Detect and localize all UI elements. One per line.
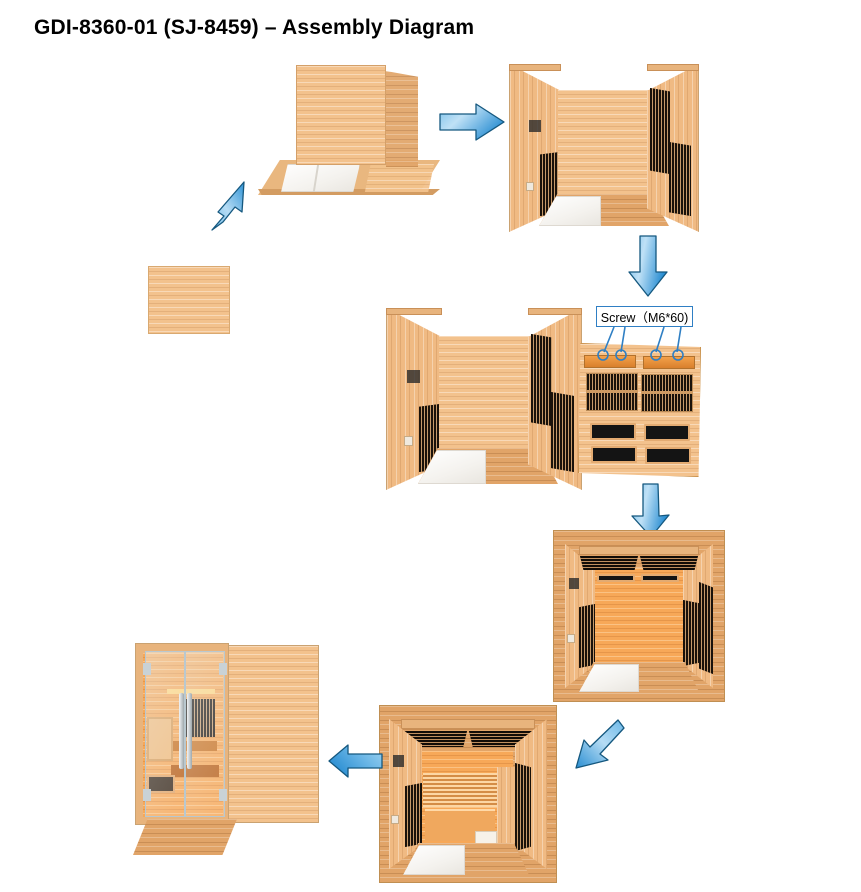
cabin-inner-left-grille [579, 604, 595, 668]
sauna-door-hinge-top-left [143, 663, 151, 675]
bench-right-backrest-panel [497, 767, 517, 843]
cabin-inner-right-grille-outer [699, 582, 713, 674]
sauna-glass-door-left [145, 651, 185, 817]
installed-ceiling-grille-right [640, 556, 698, 570]
ceiling-vent-bottom-right [645, 447, 691, 464]
installed-ceiling-vent-left [597, 574, 635, 582]
base-glass-floor-insert [281, 164, 360, 192]
cabin-before-ceiling-illustration [386, 308, 582, 490]
ceiling-vent-top-right [644, 424, 690, 441]
sauna-side-panel [227, 645, 319, 823]
top-frame-rail-right [647, 64, 699, 71]
back-panel [296, 65, 386, 165]
ceiling-grille-midbar-right [641, 391, 693, 394]
floor-panel-illustration [148, 266, 230, 334]
step-4-cabin-with-ceiling-part [386, 308, 582, 490]
ceiling-installed-illustration [553, 530, 725, 702]
step-1-floor-panel [148, 266, 230, 334]
arrow-step4-to-step5 [628, 482, 674, 540]
bench-cabin-backrest-slats [423, 773, 497, 807]
step-7-completed-sauna [133, 637, 325, 859]
base-wood-section [364, 164, 434, 192]
cabin-back-wall [439, 336, 537, 450]
screw-callout-leaders [580, 300, 705, 367]
bench-cabin-left-socket [391, 815, 399, 824]
installed-ceiling-vent-right [641, 574, 679, 582]
floor-panel-surface [148, 266, 230, 334]
cabin-top-rail-right [528, 308, 582, 315]
cabin-inner-left-control [569, 578, 579, 589]
left-wall-socket [526, 182, 534, 191]
ceiling-mount-rail-left [584, 355, 636, 368]
bench-cabin-ceiling-rail [401, 719, 535, 729]
cabin-interior-back-wall [593, 568, 685, 664]
ceiling-vent-bottom-left [591, 446, 637, 463]
bench-cabin-left-grille [405, 783, 422, 847]
completed-sauna-illustration [133, 637, 325, 859]
sauna-interior-window-left [147, 717, 173, 761]
installed-ceiling-grille-left [580, 556, 638, 570]
step-2-back-panel-on-base [258, 65, 440, 195]
sauna-interior-bench-upper [173, 741, 217, 751]
sauna-interior-heater-left [147, 775, 175, 793]
arrow-step5-to-step6 [566, 714, 630, 778]
sauna-interior-ceiling-light [167, 689, 215, 694]
ceiling-grille-midbar-left [586, 390, 638, 393]
cabin-right-heater-grille-lower [551, 392, 574, 472]
left-wall-control-plate [529, 120, 541, 132]
right-wall-heater-grille-lower [669, 142, 691, 216]
top-frame-rail-left [509, 64, 561, 71]
bench-cabin-left-control [393, 755, 404, 767]
right-wall-heater-grille-upper [650, 88, 670, 174]
arrow-step1-to-step2 [200, 172, 260, 238]
bench-cabin-right-grille [515, 763, 531, 851]
cabin-inner-left-socket [567, 634, 575, 643]
three-wall-cabin-illustration [509, 64, 699, 232]
screw-callout-text: Screw（M6*60) [600, 311, 689, 325]
arrow-step3-to-step4 [624, 232, 672, 300]
step-3-side-walls-attached [509, 64, 699, 232]
cabin-left-control-plate [407, 370, 420, 383]
ceiling-panel-illustration [578, 343, 701, 477]
arrow-step2-to-step3 [436, 100, 508, 144]
step-5-ceiling-installed [553, 530, 725, 702]
cabin-top-rail-left [386, 308, 442, 315]
back-wall [558, 90, 650, 196]
ceiling-vent-top-left [590, 423, 636, 440]
arrow-step6-to-step7 [326, 742, 386, 780]
sauna-door-hinge-bottom-left [143, 789, 151, 801]
back-panel-right-flap [386, 71, 418, 167]
sauna-door-handle-left [179, 693, 184, 769]
installed-ceiling-rail [579, 546, 699, 555]
base-slab-edge [258, 189, 440, 195]
benches-installed-illustration [379, 705, 557, 883]
ceiling-panel-part [578, 343, 701, 477]
cabin-inner-right-grille [683, 600, 699, 666]
cabin-left-socket [404, 436, 413, 446]
sauna-door-handle-right [187, 693, 192, 769]
cabin-right-heater-grille-upper [531, 334, 552, 426]
sauna-front-deck-step [133, 819, 237, 855]
sauna-door-hinge-top-right [219, 663, 227, 675]
back-panel-on-base-illustration [258, 65, 440, 195]
screw-callout-label: Screw（M6*60) [596, 306, 693, 327]
sauna-door-hinge-bottom-right [219, 789, 227, 801]
step-6-benches-installed [379, 705, 557, 883]
page-title: GDI-8360-01 (SJ-8459) – Assembly Diagram [34, 16, 475, 39]
